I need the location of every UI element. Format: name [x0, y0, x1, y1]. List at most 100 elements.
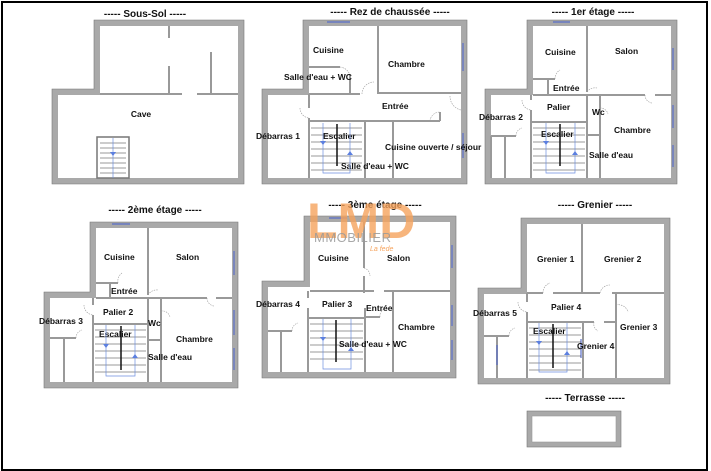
- room-label: Palier: [547, 102, 571, 112]
- room-label: Palier 4: [551, 302, 582, 312]
- watermark-logo-text: LMD: [307, 193, 415, 249]
- door[interactable]: [160, 310, 171, 318]
- stair-up-arrow-icon: [572, 151, 578, 155]
- room-label: Entrée: [553, 83, 580, 93]
- floor-title-grenier: ----- Grenier -----: [558, 200, 632, 211]
- room-label: Entrée: [382, 101, 409, 111]
- door[interactable]: [517, 301, 528, 313]
- room-label: Wc: [592, 107, 605, 117]
- room-label: Débarras 5: [473, 308, 517, 318]
- door[interactable]: [586, 87, 598, 93]
- floor-plans: ----- Sous-Sol ----- Cave ----- Rez de c…: [39, 7, 678, 448]
- watermark-logo: LMD MMOBILIER La fede: [307, 193, 415, 253]
- door[interactable]: [117, 272, 123, 284]
- door[interactable]: [644, 94, 653, 104]
- door[interactable]: [339, 66, 351, 76]
- stair-down-arrow-icon: [543, 141, 549, 145]
- room-label: Salle d'eau + WC: [284, 72, 352, 82]
- floor-title-terrasse: ----- Terrasse -----: [545, 393, 625, 404]
- staircase: [96, 136, 130, 179]
- stair-down-arrow-icon: [110, 152, 116, 156]
- floor-rez-de-chaussee: ----- Rez de chaussée ----- Cuisine Cham…: [256, 7, 482, 185]
- door[interactable]: [379, 308, 385, 318]
- room-label: Escalier: [99, 329, 132, 339]
- room-label: Salle d'eau + WC: [339, 339, 407, 349]
- room-cave-area: [58, 26, 238, 178]
- stair-up-arrow-icon: [132, 354, 138, 358]
- staircase: [533, 123, 585, 174]
- stair-up-arrow-icon: [347, 151, 353, 155]
- door[interactable]: [593, 321, 599, 332]
- stair-up-arrow-icon: [564, 351, 570, 355]
- door[interactable]: [299, 107, 310, 119]
- room-label: Wc: [148, 318, 161, 328]
- staircase: [529, 323, 581, 373]
- room-label: Escalier: [541, 129, 574, 139]
- floor-title-2eme-etage: ----- 2ème étage -----: [108, 205, 201, 216]
- door[interactable]: [615, 304, 629, 313]
- stair-down-arrow-icon: [536, 341, 542, 345]
- floor-sous-sol: ----- Sous-Sol ----- Cave: [51, 9, 245, 185]
- room-label: Chambre: [388, 59, 425, 69]
- staircase: [95, 325, 146, 377]
- room-label-cave: Cave: [131, 109, 152, 119]
- room-label: Grenier 1: [537, 254, 575, 264]
- floor-title-3eme-etage: ----- 3ème étage -----: [328, 200, 421, 211]
- staircase: [311, 123, 362, 174]
- door[interactable]: [599, 284, 611, 294]
- door[interactable]: [542, 282, 551, 294]
- door[interactable]: [521, 99, 532, 111]
- room-label: Cuisine: [545, 47, 576, 57]
- door[interactable]: [363, 267, 371, 277]
- door[interactable]: [83, 304, 94, 316]
- door[interactable]: [291, 322, 299, 332]
- door[interactable]: [554, 69, 561, 80]
- door[interactable]: [429, 111, 441, 122]
- room-label: Salle d'eau: [589, 150, 633, 160]
- stair-down-arrow-icon: [320, 141, 326, 145]
- room-label: Chambre: [176, 334, 213, 344]
- stair-down-arrow-icon: [103, 344, 109, 348]
- door[interactable]: [449, 95, 462, 111]
- room-label: Cuisine: [104, 252, 135, 262]
- room-label: Débarras 3: [39, 316, 83, 326]
- floor-title-rdc: ----- Rez de chaussée -----: [330, 7, 449, 18]
- door[interactable]: [75, 329, 83, 339]
- floor-terrasse: ----- Terrasse -----: [526, 393, 625, 448]
- stair-down-arrow-icon: [320, 337, 326, 341]
- room-label: Cuisine ouverte / séjour: [385, 142, 482, 152]
- floor-grenier: ----- Grenier ----- Grenier 1 Grenier 2 …: [473, 200, 671, 385]
- room-label: Chambre: [614, 125, 651, 135]
- room-label: Salle d'eau: [148, 352, 192, 362]
- room-label: Cuisine: [313, 45, 344, 55]
- floor-title-sous-sol: ----- Sous-Sol -----: [104, 9, 186, 20]
- floor-1er-etage: ----- 1er étage ----- Cuisine Salon Entr…: [479, 7, 678, 185]
- room-label: Salon: [176, 252, 199, 262]
- watermark-tagline-text: La fede: [370, 246, 393, 253]
- door[interactable]: [147, 289, 159, 296]
- stair-up-arrow-icon: [348, 347, 354, 351]
- room-label: Grenier 3: [620, 322, 658, 332]
- door[interactable]: [508, 327, 516, 337]
- room-label: Débarras 1: [256, 131, 300, 141]
- door[interactable]: [206, 297, 215, 307]
- door[interactable]: [515, 127, 523, 137]
- room-terrasse: [531, 415, 617, 443]
- room-label: Salon: [387, 253, 410, 263]
- watermark-brand-text: MMOBILIER: [314, 230, 391, 245]
- room-label: Palier 3: [322, 299, 353, 309]
- room-label: Entrée: [366, 303, 393, 313]
- floor-title-1er-etage: ----- 1er étage -----: [552, 7, 635, 18]
- room-label: Escalier: [533, 326, 566, 336]
- room-label: Grenier 2: [604, 254, 642, 264]
- room-label: Salon: [615, 46, 638, 56]
- door[interactable]: [599, 107, 609, 115]
- room-label: Débarras 2: [479, 112, 523, 122]
- room-label: Grenier 4: [577, 341, 615, 351]
- room-label: Débarras 4: [256, 299, 300, 309]
- room-label: Escalier: [323, 131, 356, 141]
- room-label: Entrée: [111, 286, 138, 296]
- room-label: Salle d'eau + WC: [341, 161, 409, 171]
- room-label: Palier 2: [103, 307, 134, 317]
- door[interactable]: [361, 81, 375, 95]
